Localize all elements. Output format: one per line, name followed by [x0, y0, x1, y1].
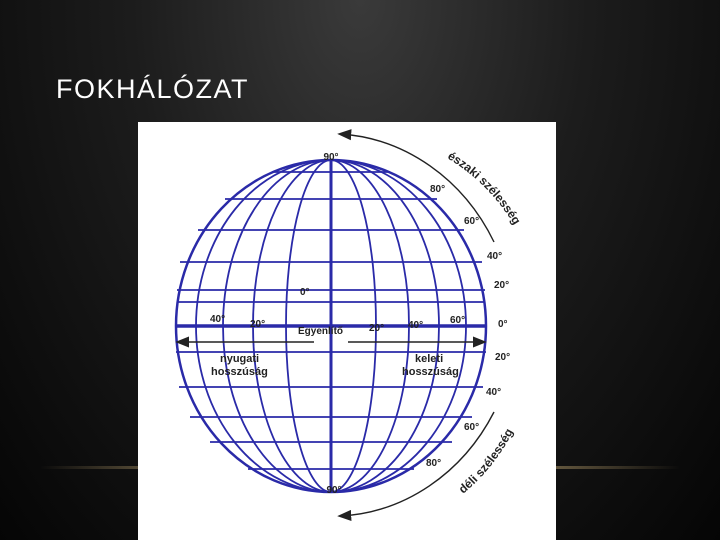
equator-east-label-40: 40° — [408, 320, 423, 331]
equator-east-label-20: 20° — [369, 323, 384, 334]
latitude-label-n20: 20° — [494, 280, 509, 291]
west-longitude-label-line1: nyugati — [220, 353, 259, 365]
latitude-label-n40: 40° — [487, 251, 502, 262]
south-latitude-arrow — [337, 411, 495, 522]
latitude-label-s40: 40° — [486, 387, 501, 398]
latitude-label-s60: 60° — [464, 422, 479, 433]
latitude-label-n60: 60° — [464, 216, 479, 227]
latitude-label-n80: 80° — [430, 184, 445, 195]
latitude-label-s80: 80° — [426, 458, 441, 469]
equator-east-label-60: 60° — [450, 315, 465, 326]
equator-right-label: 0° — [498, 319, 508, 330]
south-latitude-label: déli szélesség — [456, 426, 516, 496]
east-longitude-label-line2: hosszúság — [402, 366, 459, 378]
prime-meridian-label: 0° — [300, 287, 310, 298]
globe-figure: 90° 90° 0° 40° 20° Egyenlítő 20° 40° 60°… — [138, 122, 556, 540]
south-pole-label: 90° — [326, 485, 341, 496]
equator-name-label: Egyenlítő — [298, 326, 343, 337]
north-latitude-arrow — [337, 129, 495, 243]
globe-diagram: 90° 90° 0° 40° 20° Egyenlítő 20° 40° 60°… — [174, 129, 524, 522]
west-longitude-label-line2: hosszúság — [211, 366, 268, 378]
equator-west-label-20: 20° — [250, 319, 265, 330]
north-latitude-label: északi szélesség — [445, 149, 523, 227]
equator-west-label-40: 40° — [210, 314, 225, 325]
north-pole-label: 90° — [323, 152, 338, 163]
east-longitude-label-line1: keleti — [415, 353, 443, 365]
slide-title: FOKHÁLÓZAT — [56, 74, 250, 104]
latitude-label-s20: 20° — [495, 352, 510, 363]
